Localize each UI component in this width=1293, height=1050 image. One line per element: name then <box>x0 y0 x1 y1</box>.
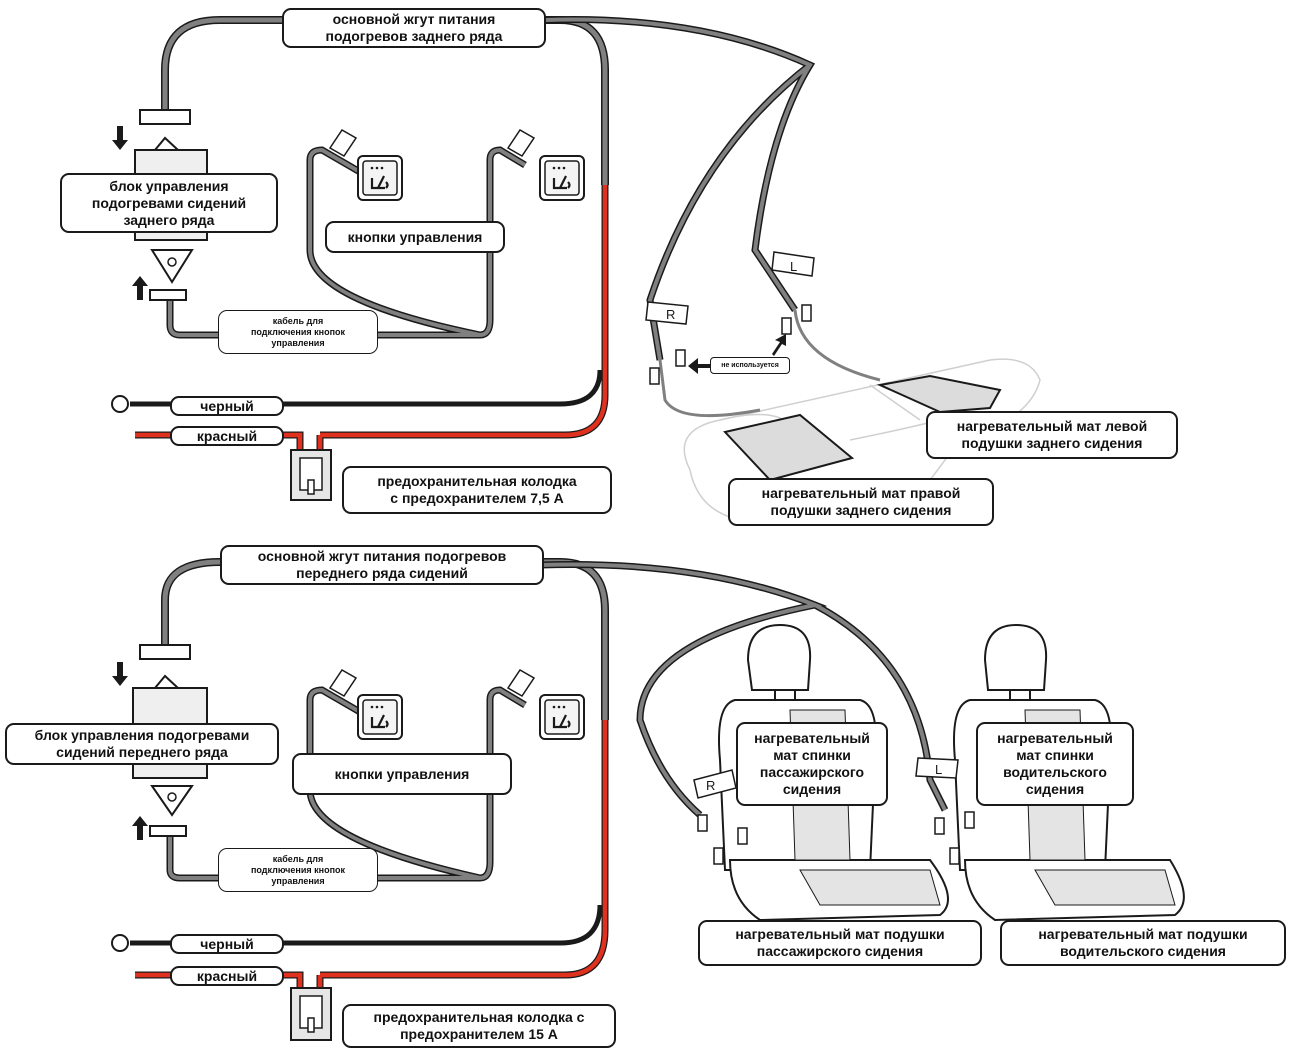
ring-terminal-icon <box>111 395 130 413</box>
bottom-control-unit-label: блок управления подогревами сидений пере… <box>5 723 279 765</box>
top-control-unit-label: блок управления подогревами сидений задн… <box>60 173 278 233</box>
bottom-connector-icon <box>697 814 708 832</box>
not-used-arrow-icon <box>688 358 712 374</box>
tag-l-flag: L <box>915 757 959 779</box>
bottom-connector-icon <box>737 827 748 845</box>
rear-left-mat-label: нагревательный мат левой подушки заднего… <box>926 411 1178 459</box>
top-fuse-label: предохранительная колодка с предохраните… <box>342 466 612 514</box>
top-main-harness-label: основной жгут питания подогревов заднего… <box>282 8 546 48</box>
driver-cushion-mat-label: нагревательный мат подушки водительского… <box>1000 920 1286 966</box>
bottom-main-harness-label: основной жгут питания подогревов передне… <box>220 545 544 585</box>
tag-l-icon <box>328 129 358 157</box>
bottom-black-wire <box>130 904 603 946</box>
right-seat-button-icon <box>538 154 586 202</box>
top-connector-icon <box>781 317 792 335</box>
tag-r-icon <box>506 669 536 697</box>
top-seat-wires <box>658 309 881 418</box>
tag-r-flag: R <box>645 301 689 325</box>
top-button-cable-label: кабель для подключения кнопок управления <box>218 310 378 354</box>
rear-left-heating-mat <box>876 374 1002 414</box>
top-black-wire <box>130 369 603 407</box>
not-used-label: не используется <box>710 357 790 374</box>
tag-r-icon <box>506 129 536 157</box>
rear-right-heating-mat <box>723 413 855 482</box>
down-arrow-icon <box>112 662 128 686</box>
right-seat-button-icon <box>538 693 586 741</box>
top-section: R L <box>111 16 1041 523</box>
top-buttons-label: кнопки управления <box>325 221 505 253</box>
bottom-connector-icon <box>934 817 945 835</box>
left-seat-button-icon <box>356 154 404 202</box>
tag-l-flag: L <box>771 251 815 277</box>
top-connector-icon <box>649 367 660 385</box>
not-used-arrow-icon <box>772 334 786 356</box>
svg-text:L: L <box>935 762 942 777</box>
bottom-buttons-label: кнопки управления <box>292 753 512 795</box>
top-connector-icon <box>801 304 812 322</box>
bottom-black-label: черный <box>170 934 284 954</box>
top-connector-icon <box>675 349 686 367</box>
passenger-cushion-mat-label: нагревательный мат подушки пассажирского… <box>698 920 982 966</box>
svg-text:R: R <box>706 778 715 793</box>
ring-terminal-icon <box>111 934 130 952</box>
driver-back-mat-label: нагревательный мат спинки водительского … <box>976 722 1134 806</box>
svg-text:R: R <box>666 307 675 322</box>
rear-right-mat-label: нагревательный мат правой подушки заднег… <box>728 478 994 526</box>
top-black-label: черный <box>170 396 284 416</box>
svg-text:L: L <box>790 259 797 274</box>
bottom-fuse-block <box>290 987 332 1041</box>
top-red-label: красный <box>170 426 284 446</box>
up-arrow-icon <box>132 816 148 840</box>
up-arrow-icon <box>132 276 148 300</box>
bottom-connector-icon <box>949 847 960 865</box>
bottom-connector-icon <box>964 811 975 829</box>
bottom-connector-icon <box>713 847 724 865</box>
bottom-red-label: красный <box>170 966 284 986</box>
down-arrow-icon <box>112 126 128 150</box>
left-seat-button-icon <box>356 693 404 741</box>
passenger-back-mat-label: нагревательный мат спинки пассажирского … <box>736 722 888 806</box>
tag-l-icon <box>328 669 358 697</box>
top-fuse-block <box>290 449 332 501</box>
bottom-fuse-label: предохранительная колодка с предохраните… <box>342 1004 616 1048</box>
bottom-button-cable-label: кабель для подключения кнопок управления <box>218 848 378 892</box>
